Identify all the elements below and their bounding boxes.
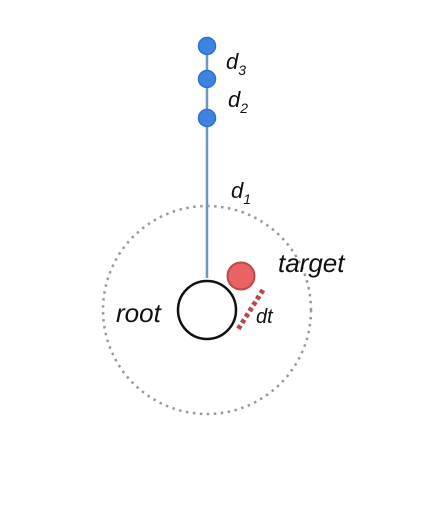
label-root: root — [116, 298, 163, 328]
joint-d3 — [197, 36, 217, 56]
label-d2: d2 — [228, 87, 248, 116]
label-d3: d3 — [226, 49, 246, 78]
label-d1-sub: 1 — [243, 191, 251, 207]
joint-d2 — [197, 69, 217, 89]
root-node — [176, 279, 238, 341]
label-d3-base: d — [226, 49, 239, 74]
label-d3-sub: 3 — [238, 62, 246, 78]
label-d1: d1 — [231, 178, 251, 207]
target-node — [226, 261, 256, 291]
reach-circle — [101, 204, 313, 416]
label-d1-base: d — [231, 178, 244, 203]
label-dt: dt — [256, 306, 274, 328]
label-target: target — [278, 248, 346, 278]
label-d2-sub: 2 — [239, 100, 248, 116]
label-d2-base: d — [228, 87, 241, 112]
joint-d1 — [197, 108, 217, 128]
dt-line — [234, 288, 266, 333]
